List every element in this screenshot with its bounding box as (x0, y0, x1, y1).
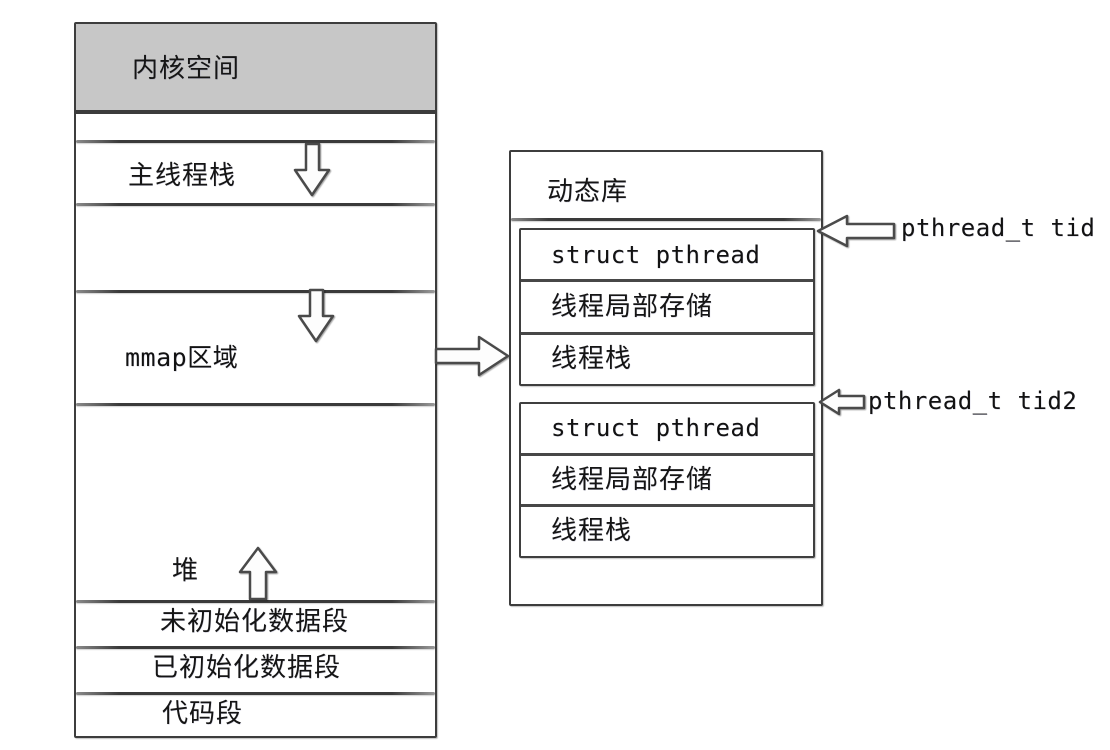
pthread-tid-label: pthread_t tid (901, 214, 1096, 242)
thread-block-1: struct pthread 线程局部存储 线程栈 (519, 228, 815, 386)
heap-label: 堆 (172, 556, 200, 585)
library-divider (511, 218, 821, 221)
segment-divider (76, 600, 435, 603)
struct-pthread-label: struct pthread (551, 240, 761, 269)
thread-block-2: struct pthread 线程局部存储 线程栈 (519, 402, 815, 558)
segment-divider (76, 203, 435, 206)
kernel-space-segment: 内核空间 (76, 24, 435, 114)
left-arrow-icon (816, 213, 898, 249)
down-arrow-icon (297, 288, 335, 344)
struct-pthread-row: struct pthread (521, 230, 813, 283)
bss-segment-label: 未初始化数据段 (160, 607, 350, 636)
thread-stack-label: 线程栈 (551, 344, 633, 374)
thread-stack-row: 线程栈 (521, 335, 813, 384)
main-thread-stack-label: 主线程栈 (128, 161, 237, 190)
thread-local-storage-label: 线程局部存储 (551, 464, 714, 494)
segment-divider (76, 290, 435, 293)
tls-row: 线程局部存储 (521, 282, 813, 335)
segment-divider (76, 403, 435, 406)
data-segment-label: 已初始化数据段 (152, 653, 342, 682)
mmap-region-label: mmap区域 (125, 343, 239, 372)
dynamic-library-box: 动态库 struct pthread 线程局部存储 线程栈 struct pth… (509, 150, 823, 606)
thread-stack-row: 线程栈 (521, 507, 813, 556)
process-address-space-box: 内核空间 主线程栈 mmap区域 堆 (74, 22, 437, 738)
struct-pthread-label: struct pthread (551, 414, 761, 443)
kernel-space-label: 内核空间 (132, 54, 241, 83)
left-arrow-icon (818, 386, 868, 419)
tls-row: 线程局部存储 (521, 456, 813, 508)
struct-pthread-row: struct pthread (521, 404, 813, 456)
thread-local-storage-label: 线程局部存储 (551, 291, 714, 321)
code-segment-label: 代码段 (162, 699, 244, 728)
dynamic-library-label: 动态库 (547, 177, 629, 206)
right-arrow-icon (433, 333, 511, 379)
up-arrow-icon (238, 546, 278, 601)
down-arrow-icon (293, 142, 331, 198)
segment-divider (76, 692, 435, 695)
pthread-tid2-label: pthread_t tid2 (868, 387, 1078, 415)
segment-divider (76, 646, 435, 649)
segment-divider (76, 140, 435, 143)
thread-stack-label: 线程栈 (551, 516, 633, 546)
